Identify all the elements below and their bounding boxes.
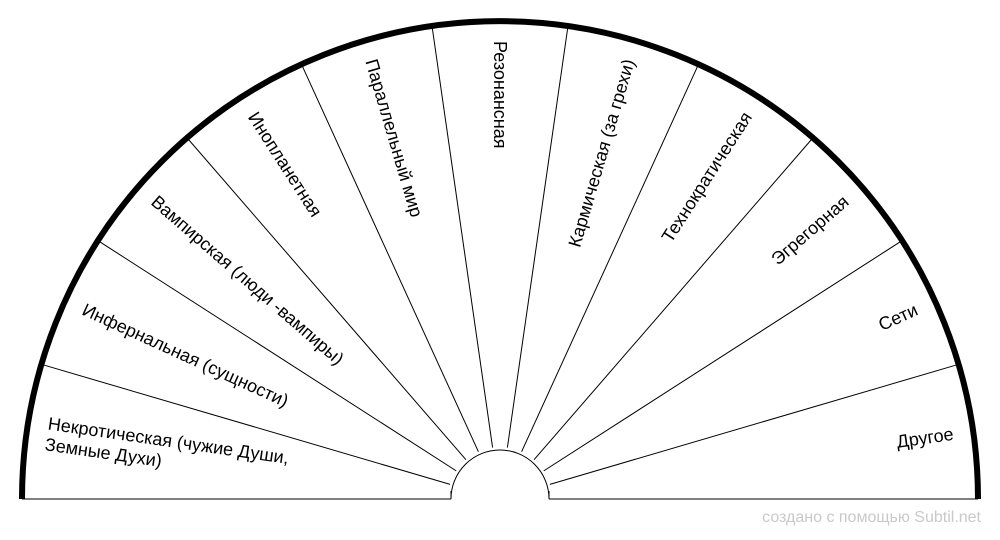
segment-label-line: Параллельный мир — [361, 57, 426, 220]
segment-label: Резонансная — [490, 41, 510, 148]
segment-label: Инфернальная (сущности) — [79, 300, 291, 411]
segment-label: Инопланетная — [244, 108, 326, 220]
segment-label: Эгрегорная — [767, 192, 852, 270]
segment-label-line: Инопланетная — [244, 108, 326, 220]
segment-label: Другое — [895, 424, 954, 452]
segment-divider — [506, 25, 569, 448]
segment-label: Параллельный мир — [361, 57, 426, 220]
segment-label: Технократическая — [658, 108, 756, 246]
inner-arc — [450, 449, 550, 500]
segment-label-line: Инфернальная (сущности) — [79, 300, 291, 411]
segment-divider — [431, 25, 494, 448]
segment-divider — [41, 363, 451, 485]
segment-label: Сети — [875, 300, 920, 335]
credit-text: создано с помощью Subtil.net — [762, 509, 981, 526]
segment-label: Некротическая (чужие Души,Земные Духи) — [44, 414, 290, 489]
outer-arc — [19, 18, 981, 500]
segment-label-line: Другое — [895, 424, 954, 452]
segment-divider — [543, 240, 903, 472]
segment-divider — [300, 63, 479, 452]
segment-divider — [549, 363, 959, 485]
segment-label-line: Эгрегорная — [767, 192, 852, 270]
segment-divider — [186, 137, 467, 461]
segment-label-line: Технократическая — [658, 108, 756, 246]
segment-label-line: Резонансная — [490, 41, 510, 148]
segment-divider — [533, 137, 814, 461]
segment-divider — [97, 240, 457, 472]
segment-label-line: Сети — [875, 300, 920, 335]
segment-divider — [521, 63, 700, 452]
